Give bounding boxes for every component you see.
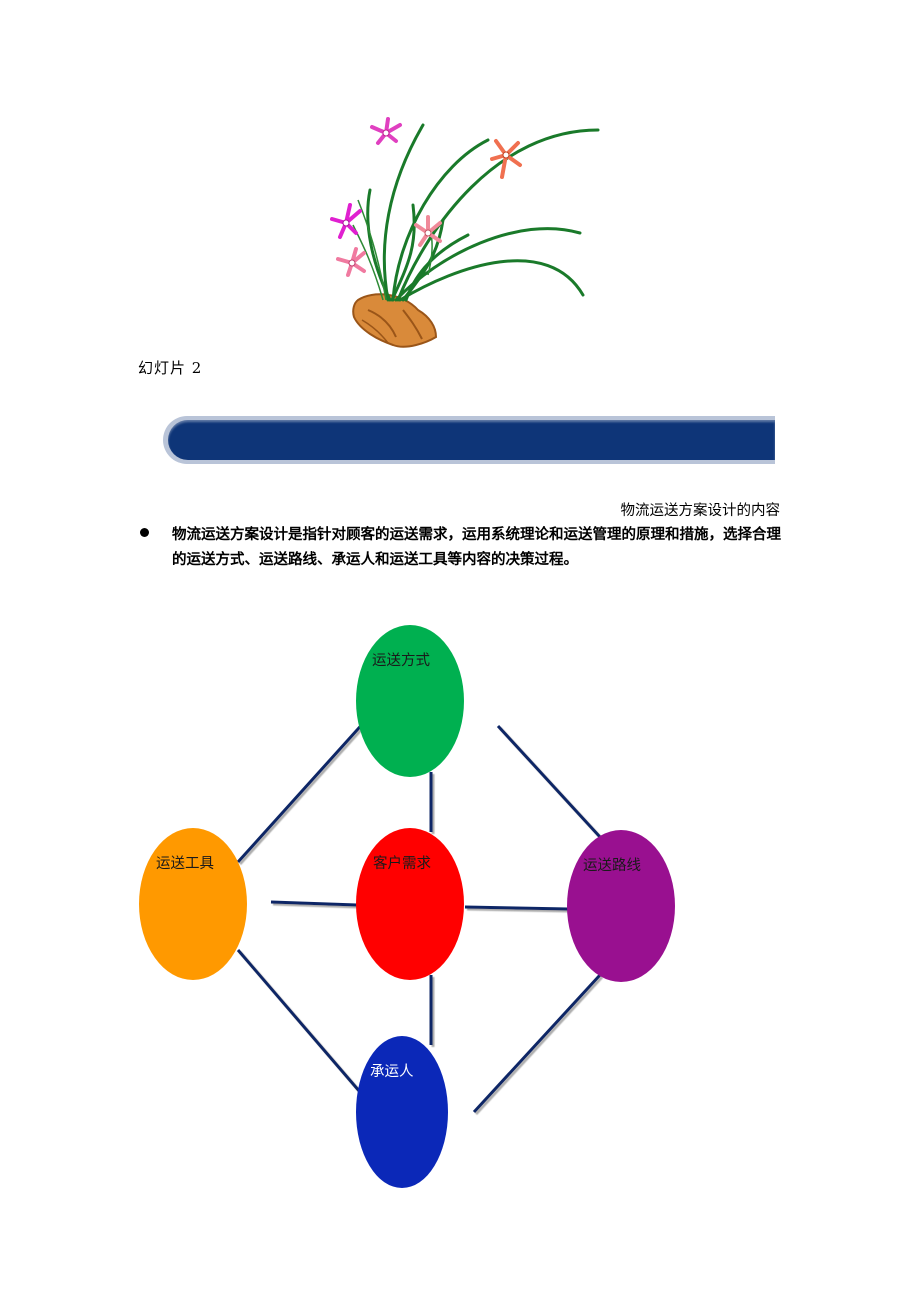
line-tool-carrier bbox=[236, 949, 362, 1093]
section-title: 物流运送方案设计的内容 bbox=[620, 503, 781, 519]
rock-base bbox=[352, 293, 438, 348]
flower-orange-top bbox=[490, 139, 522, 179]
node-demand-ellipse bbox=[356, 828, 464, 980]
node-tool-ellipse bbox=[139, 828, 247, 980]
node-tool: 运送工具 bbox=[139, 828, 247, 980]
line-demand-route bbox=[464, 905, 569, 911]
line-route-carrier bbox=[472, 973, 602, 1114]
node-carrier-ellipse bbox=[356, 1036, 448, 1188]
node-route-label: 运送路线 bbox=[583, 857, 641, 874]
banner-bar bbox=[168, 420, 775, 460]
node-demand-label: 客户需求 bbox=[373, 855, 431, 872]
flower-magenta-left bbox=[330, 203, 362, 239]
node-carrier-label: 承运人 bbox=[370, 1063, 414, 1080]
transport-diagram: 运送方式 运送工具 客户需求 运送路线 承运人 bbox=[139, 625, 675, 1188]
line-tool-demand bbox=[270, 900, 358, 907]
node-demand: 客户需求 bbox=[356, 828, 464, 980]
node-method: 运送方式 bbox=[356, 625, 464, 777]
node-method-label: 运送方式 bbox=[372, 652, 430, 669]
connector-lines bbox=[236, 707, 602, 1114]
flower-pink-mid bbox=[414, 215, 442, 247]
orchid-illustration bbox=[330, 117, 600, 348]
slide-label: 幻灯片 2 bbox=[138, 359, 203, 377]
node-carrier: 承运人 bbox=[356, 1036, 448, 1188]
bullet-icon bbox=[140, 528, 149, 537]
node-method-ellipse bbox=[356, 625, 464, 777]
flower-pink-lower bbox=[336, 247, 366, 277]
line-method-route bbox=[496, 724, 602, 839]
line-tool-method bbox=[236, 707, 378, 864]
node-route: 运送路线 bbox=[567, 830, 675, 982]
flower-magenta-top bbox=[370, 117, 402, 145]
node-route-ellipse bbox=[567, 830, 675, 982]
bullet-paragraph: 物流运送方案设计是指针对顾客的运送需求，运用系统理论和运送管理的原理和措施，选择… bbox=[172, 526, 781, 568]
slide-banner bbox=[163, 416, 775, 466]
node-tool-label: 运送工具 bbox=[156, 855, 214, 872]
